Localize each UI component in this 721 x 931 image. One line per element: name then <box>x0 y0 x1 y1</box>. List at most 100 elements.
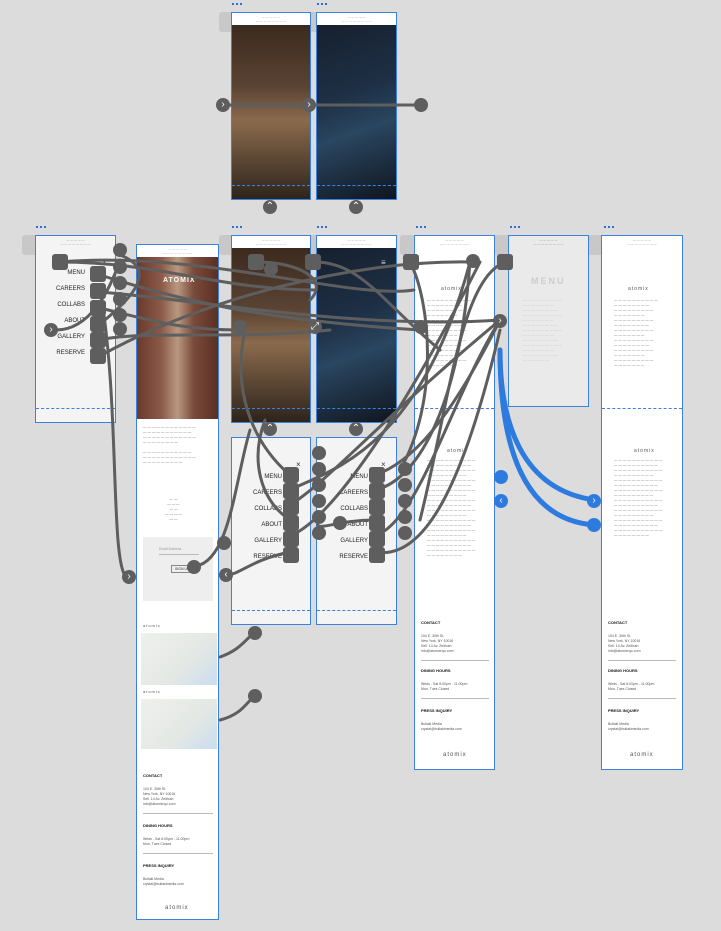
link-end-icon[interactable] <box>398 510 412 524</box>
link-end-icon[interactable] <box>312 494 326 508</box>
link-handle[interactable] <box>369 483 385 499</box>
link-end-icon[interactable] <box>113 276 127 290</box>
link-handle[interactable] <box>283 499 299 515</box>
link-end-icon[interactable] <box>113 292 127 306</box>
link-handle[interactable] <box>283 547 299 563</box>
link-end-icon[interactable] <box>466 254 480 268</box>
email-field[interactable]: Email Address <box>159 547 199 555</box>
link-end-icon[interactable] <box>312 510 326 524</box>
hamburger-icon[interactable]: ≡ <box>381 258 386 267</box>
link-handle[interactable] <box>52 254 68 270</box>
header-text: — — — — —— — — — — — — — <box>341 15 372 23</box>
link-end-icon[interactable] <box>248 626 262 640</box>
map-1 <box>141 633 217 685</box>
link-end-icon[interactable] <box>398 526 412 540</box>
link-handle[interactable] <box>369 547 385 563</box>
photo-logo <box>317 25 396 199</box>
menu-item-collabs[interactable]: COLLABS <box>57 302 85 308</box>
collage-image <box>137 257 218 419</box>
next-arrow-icon[interactable]: › <box>587 494 601 508</box>
link-handle[interactable] <box>248 254 264 270</box>
link-handle[interactable] <box>90 332 106 348</box>
close-icon[interactable]: × <box>381 460 386 469</box>
link-end-icon[interactable] <box>333 516 347 530</box>
menu-item-about[interactable]: ABOUT <box>64 318 85 324</box>
menu-heading: MENU <box>531 276 566 286</box>
map-label-1: atomix <box>143 623 161 628</box>
link-end-icon[interactable] <box>414 98 428 112</box>
artboard-right-page: — — — — —— — — — — — — — atomix — — — — … <box>601 235 683 770</box>
back-arrow-icon[interactable]: ‹ <box>494 494 508 508</box>
footer-logo: atomix <box>165 905 189 911</box>
header-text: — — — — —— — — — — — — — <box>256 15 286 23</box>
link-end-icon[interactable] <box>312 446 326 460</box>
next-arrow-icon[interactable]: › <box>493 314 507 328</box>
signup-box: Email Address SIGN UP <box>143 537 213 601</box>
prev-arrow-icon[interactable]: › <box>216 98 230 112</box>
contact-title: CONTACT <box>143 773 163 778</box>
link-handle[interactable] <box>305 254 321 270</box>
link-handle[interactable] <box>369 499 385 515</box>
link-handle[interactable] <box>283 531 299 547</box>
hours-title: DINING HOURS <box>143 823 173 828</box>
link-end-icon[interactable] <box>264 262 278 276</box>
link-handle[interactable] <box>90 300 106 316</box>
link-end-icon[interactable] <box>113 260 127 274</box>
press-1: Bullaki Media <box>143 877 164 881</box>
link-handle[interactable] <box>403 254 419 270</box>
link-end-icon[interactable] <box>113 322 127 336</box>
link-end-icon[interactable] <box>414 320 428 334</box>
artboard-menu-blur: — — — — —— — — — — — — — MENU — — — — — … <box>508 235 589 407</box>
link-end-icon[interactable] <box>587 518 601 532</box>
link-handle[interactable] <box>90 316 106 332</box>
hours-1: Weds - Sat 6:00pm - 11:00pm <box>143 837 190 841</box>
next-arrow-icon[interactable]: › <box>302 98 316 112</box>
link-handle[interactable] <box>283 483 299 499</box>
press-title: PRESS INQUIRY <box>143 863 175 868</box>
press-2[interactable]: crystal@bullakimedia.com <box>143 882 184 886</box>
link-end-icon[interactable] <box>113 243 127 257</box>
scroll-up-icon[interactable]: ⌃ <box>349 422 363 436</box>
link-handle[interactable] <box>90 266 106 282</box>
link-end-icon[interactable] <box>494 470 508 484</box>
link-handle[interactable] <box>90 283 106 299</box>
link-end-icon[interactable] <box>312 462 326 476</box>
close-icon[interactable]: × <box>296 460 301 469</box>
link-end-icon[interactable] <box>398 478 412 492</box>
email-link[interactable]: info@atomixnyc.com <box>143 802 176 806</box>
back-arrow-icon[interactable]: ‹ <box>219 568 233 582</box>
scroll-up-icon[interactable]: ⌃ <box>263 422 277 436</box>
link-handle[interactable] <box>369 531 385 547</box>
link-end-icon[interactable] <box>398 494 412 508</box>
link-end-icon[interactable] <box>398 462 412 476</box>
expand-icon[interactable]: ⤢ <box>308 320 322 334</box>
artboard-long-page: — — — — —— — — — — — — — ATOMIX — — — — … <box>136 244 219 920</box>
menu-item-gallery[interactable]: GALLERY <box>57 334 85 340</box>
link-end-icon[interactable] <box>233 320 247 334</box>
link-end-icon[interactable] <box>312 478 326 492</box>
map-label-2: atomix <box>143 689 161 694</box>
link-end-icon[interactable] <box>248 689 262 703</box>
link-end-icon[interactable] <box>312 526 326 540</box>
scroll-up-icon[interactable]: ⌃ <box>263 200 277 214</box>
link-handle[interactable] <box>369 467 385 483</box>
link-handle[interactable] <box>497 254 513 270</box>
menu-item-careers[interactable]: CAREERS <box>55 286 85 292</box>
menu-item-reserve[interactable]: RESERVE <box>56 350 85 356</box>
prev-arrow-icon[interactable]: › <box>44 323 58 337</box>
link-end-icon[interactable] <box>113 308 127 322</box>
link-end-icon[interactable] <box>187 560 201 574</box>
scroll-up-icon[interactable]: ⌃ <box>349 200 363 214</box>
map-2 <box>141 699 217 749</box>
link-handle[interactable] <box>283 467 299 483</box>
link-end-icon[interactable] <box>217 536 231 550</box>
menu-item-menu[interactable]: MENU <box>67 270 85 276</box>
address-3: Sell. 14 Av. Zeitlosh <box>143 797 174 801</box>
link-handle[interactable] <box>369 515 385 531</box>
photo-bar <box>232 25 310 199</box>
link-handle[interactable] <box>90 348 106 364</box>
prev-arrow-icon[interactable]: › <box>122 570 136 584</box>
link-handle[interactable] <box>283 515 299 531</box>
hours-2: Mon, Tues Closed <box>143 842 172 846</box>
